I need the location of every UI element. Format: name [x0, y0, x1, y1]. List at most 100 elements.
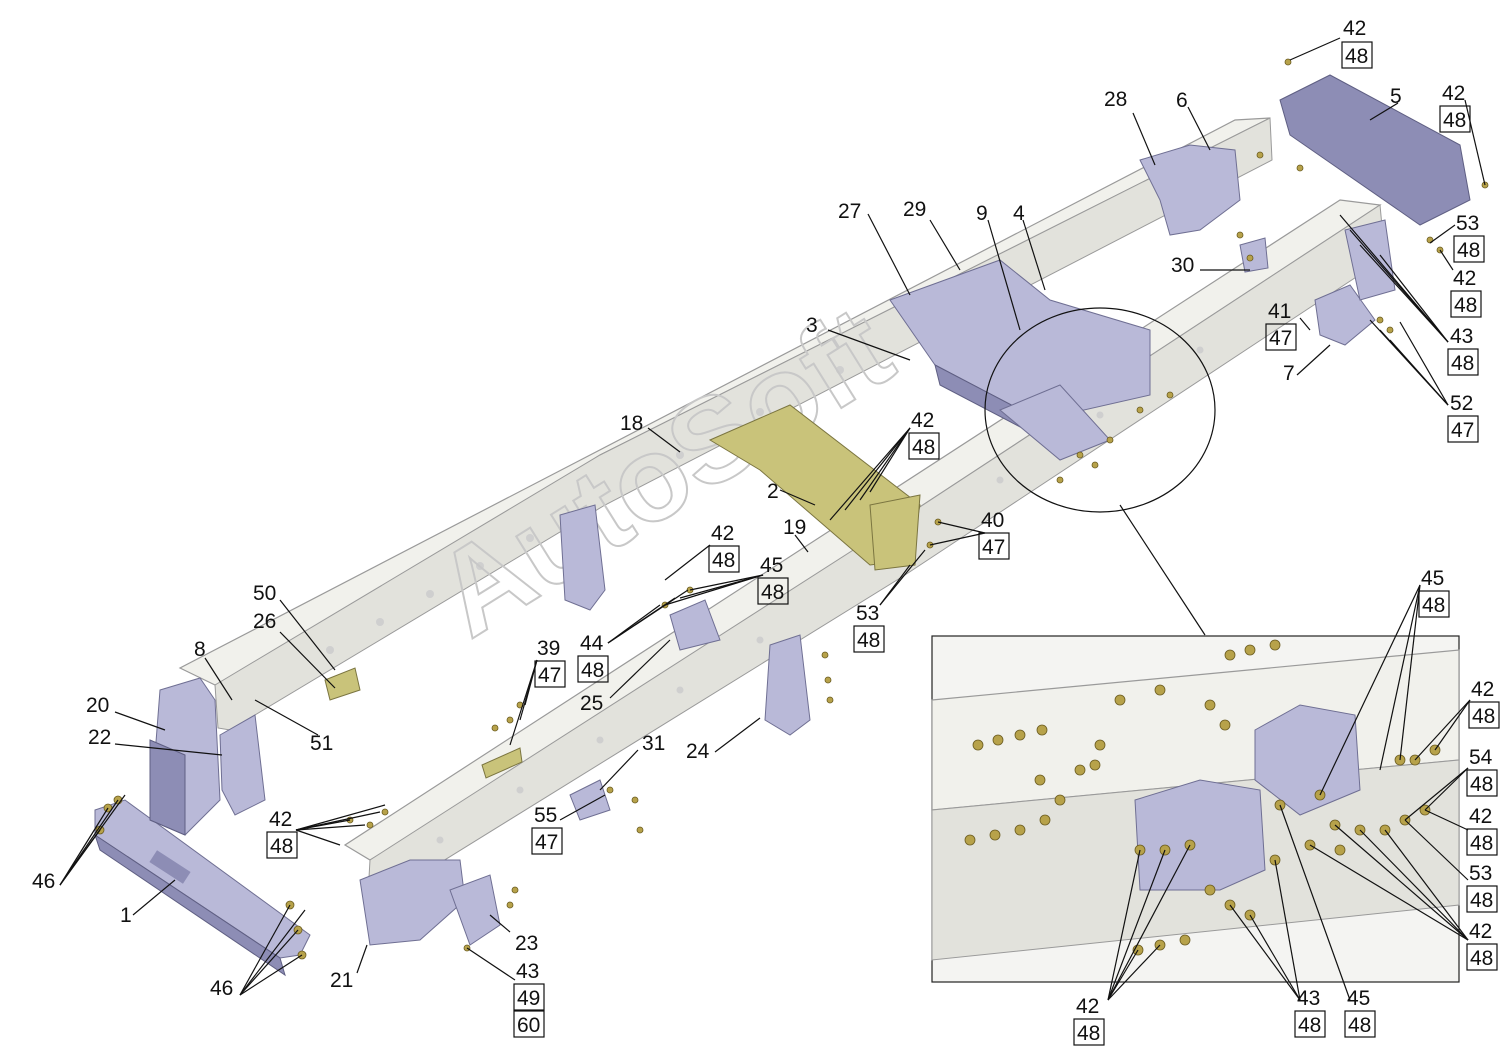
stack-42-inset-r1-a: 42: [1471, 678, 1494, 701]
stack-42-inset-bottom-a: 42: [1076, 995, 1099, 1018]
rail-plate-right: [481, 747, 523, 779]
inset-bracket-left: [1134, 779, 1266, 891]
stack-43-front-b: 49: [517, 987, 540, 1010]
stack-53-mid-a: 53: [856, 602, 879, 625]
callout-22: 22: [88, 726, 111, 749]
detail-inset: [931, 635, 1460, 983]
stack-43-front-c: 60: [517, 1014, 540, 1037]
rear-upper-bracket: [1139, 144, 1241, 236]
callout-18: 18: [620, 412, 643, 435]
leader-lines: [59, 37, 1486, 1001]
callout-27: 27: [838, 200, 861, 223]
stack-39-a: 39: [537, 637, 560, 660]
stack-42-inset-r1: 42 48: [1468, 678, 1500, 729]
callout-7: 7: [1283, 362, 1295, 385]
stack-42-right-b: 48: [1454, 294, 1477, 317]
stack-55-a: 55: [534, 804, 557, 827]
stack-43-inset-bottom: 43 48: [1294, 987, 1326, 1038]
detail-link-line: [1119, 504, 1206, 636]
fasteners: [95, 58, 1489, 960]
callout-23: 23: [515, 932, 538, 955]
stack-42-inset-r2-a: 42: [1469, 805, 1492, 828]
callout-4: 4: [1013, 202, 1025, 225]
stack-53-mid-b: 48: [857, 629, 880, 652]
stack-53-inset-b: 48: [1470, 889, 1493, 912]
stack-42-mid-b: 48: [712, 549, 735, 572]
stack-53-right-b: 48: [1457, 239, 1480, 262]
callout-30: 30: [1171, 254, 1194, 277]
stack-45-inset-b: 48: [1422, 594, 1445, 617]
stack-42-cross: 42 48: [908, 409, 940, 460]
stack-top-right-b: 48: [1443, 109, 1466, 132]
stack-42-inset-r2-b: 48: [1470, 832, 1493, 855]
stack-44: 44 48: [577, 632, 609, 683]
stack-42-inset-r3: 42 48: [1466, 920, 1498, 971]
callout-26: 26: [253, 610, 276, 633]
stack-42-inset-bottom-b: 48: [1077, 1022, 1100, 1045]
callout-3: 3: [806, 314, 818, 337]
stack-43-right-b: 48: [1451, 352, 1474, 375]
callout-28: 28: [1104, 88, 1127, 111]
stack-42-mid-a: 42: [711, 522, 734, 545]
stack-40-b: 47: [982, 536, 1005, 559]
stack-45-inset: 45 48: [1418, 567, 1450, 618]
stack-top-right-a: 42: [1442, 82, 1465, 105]
rail-plate-left: [324, 667, 361, 701]
stack-top-bolt: 42 48: [1341, 17, 1373, 69]
callout-20: 20: [86, 694, 109, 717]
stack-42-cross-b: 48: [912, 436, 935, 459]
callout-19: 19: [783, 516, 806, 539]
stack-55: 55 47: [531, 804, 563, 855]
stack-42-right: 42 48: [1450, 267, 1482, 318]
stack-45-mid-b: 48: [761, 581, 784, 604]
inset-bolts: [964, 639, 1441, 956]
detail-circle: [984, 307, 1216, 513]
callout-31: 31: [642, 732, 665, 755]
stack-52-b: 47: [1451, 419, 1474, 442]
stack-39: 39 47: [534, 637, 566, 688]
callout-29: 29: [903, 198, 926, 221]
callout-8: 8: [194, 638, 206, 661]
callout-46-bottom: 46: [210, 977, 233, 1000]
stack-top-bolt-a: 42: [1343, 17, 1366, 40]
stack-43-inset-bottom-b: 48: [1298, 1014, 1321, 1037]
stack-53-inset-a: 53: [1469, 862, 1492, 885]
rear-crossmember-assembly: [889, 259, 1151, 461]
callout-50: 50: [253, 582, 276, 605]
stack-top-right: 42 48: [1439, 82, 1471, 133]
callout-9: 9: [976, 202, 988, 225]
front-crossmember: [94, 799, 311, 977]
callout-labels: 1 2 3 4 5 6 7 8 9 18 19 20 21 22 23 24 2…: [32, 85, 1402, 1000]
stack-54-inset: 54 48: [1466, 746, 1498, 797]
front-right-bracket-23: [449, 874, 501, 946]
stack-54-inset-a: 54: [1469, 746, 1493, 769]
stack-43-inset-bottom-a: 43: [1297, 987, 1320, 1010]
stack-41-b: 47: [1269, 327, 1292, 350]
stack-45-mid-a: 45: [760, 554, 783, 577]
stack-41: 41 47: [1265, 300, 1297, 351]
stack-53-mid: 53 48: [853, 602, 885, 653]
stack-39-b: 47: [538, 664, 561, 687]
stack-42-inset-bottom: 42 48: [1073, 995, 1105, 1046]
stack-55-b: 47: [535, 831, 558, 854]
stack-42-inset-r2: 42 48: [1466, 805, 1498, 856]
stack-53-right: 53 48: [1453, 212, 1485, 263]
stack-45-inset-bottom: 45 48: [1344, 987, 1376, 1038]
stack-42-inset-r3-b: 48: [1470, 947, 1493, 970]
stacked-callouts: 42 48 42 48 53 48 42 48 41 47 43 48: [266, 17, 1500, 1046]
rear-top-plate: [1279, 74, 1471, 226]
stack-42-inset-r3-a: 42: [1469, 920, 1492, 943]
callout-2: 2: [767, 480, 779, 503]
stack-52: 52 47: [1447, 392, 1479, 443]
right-rail-bracket-25: [669, 599, 721, 651]
callout-1: 1: [120, 904, 132, 927]
callout-24: 24: [686, 740, 710, 763]
callout-6: 6: [1176, 89, 1188, 112]
stack-42-inset-r1-b: 48: [1472, 705, 1495, 728]
callout-25: 25: [580, 692, 603, 715]
stack-42-cross-a: 42: [911, 409, 934, 432]
rail-holes: [326, 366, 844, 654]
callout-21: 21: [330, 969, 353, 992]
front-shackle-bracket: [219, 714, 266, 816]
